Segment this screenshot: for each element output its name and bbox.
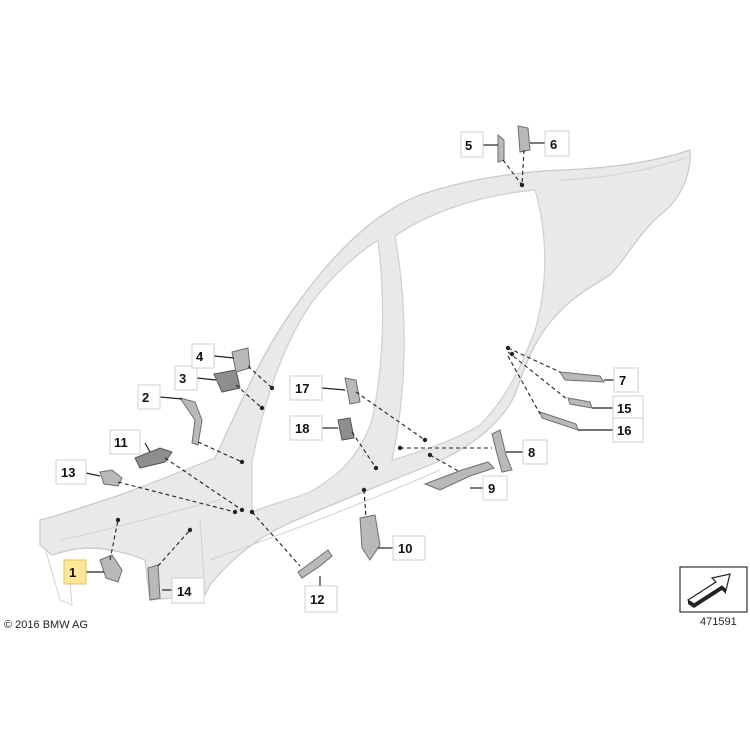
part-4-bracket: [231, 347, 251, 373]
label-2[interactable]: 2: [137, 384, 161, 410]
part-9-bracket: [423, 461, 495, 491]
label-4[interactable]: 4: [191, 343, 215, 369]
svg-text:3: 3: [179, 371, 186, 386]
label-1[interactable]: 1: [63, 559, 87, 585]
part-8-bracket: [491, 429, 513, 473]
part-15-strip: [567, 397, 593, 409]
label-15[interactable]: 15: [612, 395, 644, 421]
diagram-number: 471591: [700, 616, 737, 628]
svg-text:9: 9: [488, 481, 495, 496]
svg-text:1: 1: [69, 565, 76, 580]
label-5[interactable]: 5: [460, 131, 484, 158]
part-16-strip: [539, 411, 579, 431]
svg-text:7: 7: [619, 373, 626, 388]
svg-text:2: 2: [142, 390, 149, 405]
part-18-bracket: [337, 417, 355, 441]
label-18[interactable]: 18: [289, 415, 323, 441]
label-10[interactable]: 10: [392, 535, 426, 561]
svg-text:4: 4: [196, 349, 204, 364]
part-14-bracket: [147, 564, 161, 601]
label-7[interactable]: 7: [613, 367, 639, 393]
connection-dots: [115, 182, 525, 533]
svg-text:14: 14: [177, 584, 192, 599]
svg-text:10: 10: [398, 541, 412, 556]
svg-text:13: 13: [61, 465, 75, 480]
label-16[interactable]: 16: [612, 417, 644, 443]
label-13[interactable]: 13: [55, 459, 87, 485]
label-12[interactable]: 12: [304, 585, 338, 613]
copyright-text: © 2016 BMW AG: [4, 619, 88, 631]
part-13-bracket: [99, 469, 123, 487]
part-3-bracket: [213, 369, 241, 393]
part-10-bracket: [359, 514, 381, 561]
part-17-bracket: [344, 377, 361, 405]
part-5-seal: [497, 133, 505, 163]
part-6-bracket: [517, 125, 531, 153]
svg-text:17: 17: [295, 381, 309, 396]
label-17[interactable]: 17: [289, 375, 323, 401]
svg-text:5: 5: [465, 138, 472, 153]
parts: [99, 125, 605, 601]
part-11-bracket: [134, 447, 173, 469]
label-11[interactable]: 11: [109, 429, 141, 455]
svg-text:12: 12: [310, 592, 324, 607]
label-9[interactable]: 9: [482, 475, 508, 501]
label-8[interactable]: 8: [522, 439, 548, 465]
label-boxes: 1 2 3 4 5 6 7 8 9 10 11 12 13 14 15 16 1…: [55, 130, 644, 613]
orientation-arrow-icon: [679, 566, 748, 613]
leader-lines: [85, 142, 614, 591]
part-7-strip: [559, 371, 605, 383]
part-1-bracket: [99, 554, 123, 583]
svg-text:16: 16: [617, 423, 631, 438]
svg-text:11: 11: [114, 435, 128, 450]
label-14[interactable]: 14: [171, 577, 205, 604]
svg-text:8: 8: [528, 445, 535, 460]
part-2-bracket: [178, 397, 203, 446]
svg-text:15: 15: [617, 401, 631, 416]
label-6[interactable]: 6: [544, 130, 570, 157]
label-3[interactable]: 3: [174, 365, 198, 391]
svg-text:18: 18: [295, 421, 309, 436]
svg-text:6: 6: [550, 137, 557, 152]
part-12-bracket: [297, 549, 333, 579]
